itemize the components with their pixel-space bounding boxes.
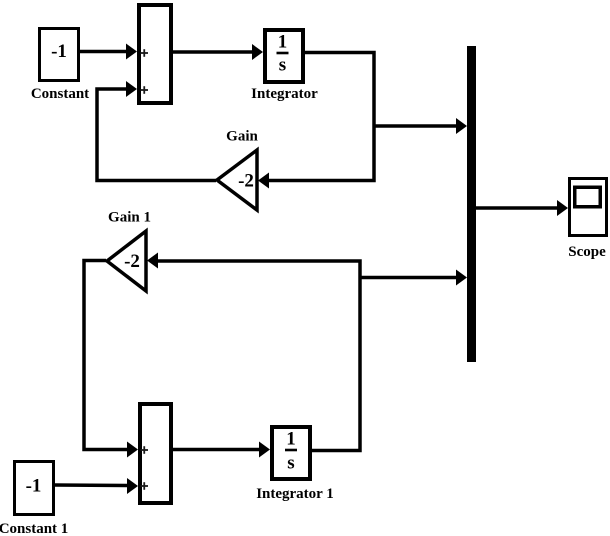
svg-text:Gain: Gain — [226, 129, 258, 145]
svg-text:Scope: Scope — [568, 244, 606, 260]
svg-text:Constant 1: Constant 1 — [0, 521, 68, 536]
svg-text:s: s — [279, 55, 286, 76]
svg-text:s: s — [287, 453, 294, 474]
svg-text:Integrator: Integrator — [251, 86, 318, 102]
svg-text:Constant: Constant — [31, 86, 89, 102]
svg-text:1: 1 — [286, 429, 296, 450]
svg-text:Gain 1: Gain 1 — [108, 210, 151, 226]
svg-text:-1: -1 — [26, 476, 42, 497]
svg-text:-1: -1 — [51, 41, 67, 62]
svg-text:-2: -2 — [124, 251, 140, 272]
svg-text:Integrator 1: Integrator 1 — [256, 486, 334, 502]
svg-text:-2: -2 — [238, 171, 254, 192]
svg-text:1: 1 — [278, 32, 288, 53]
